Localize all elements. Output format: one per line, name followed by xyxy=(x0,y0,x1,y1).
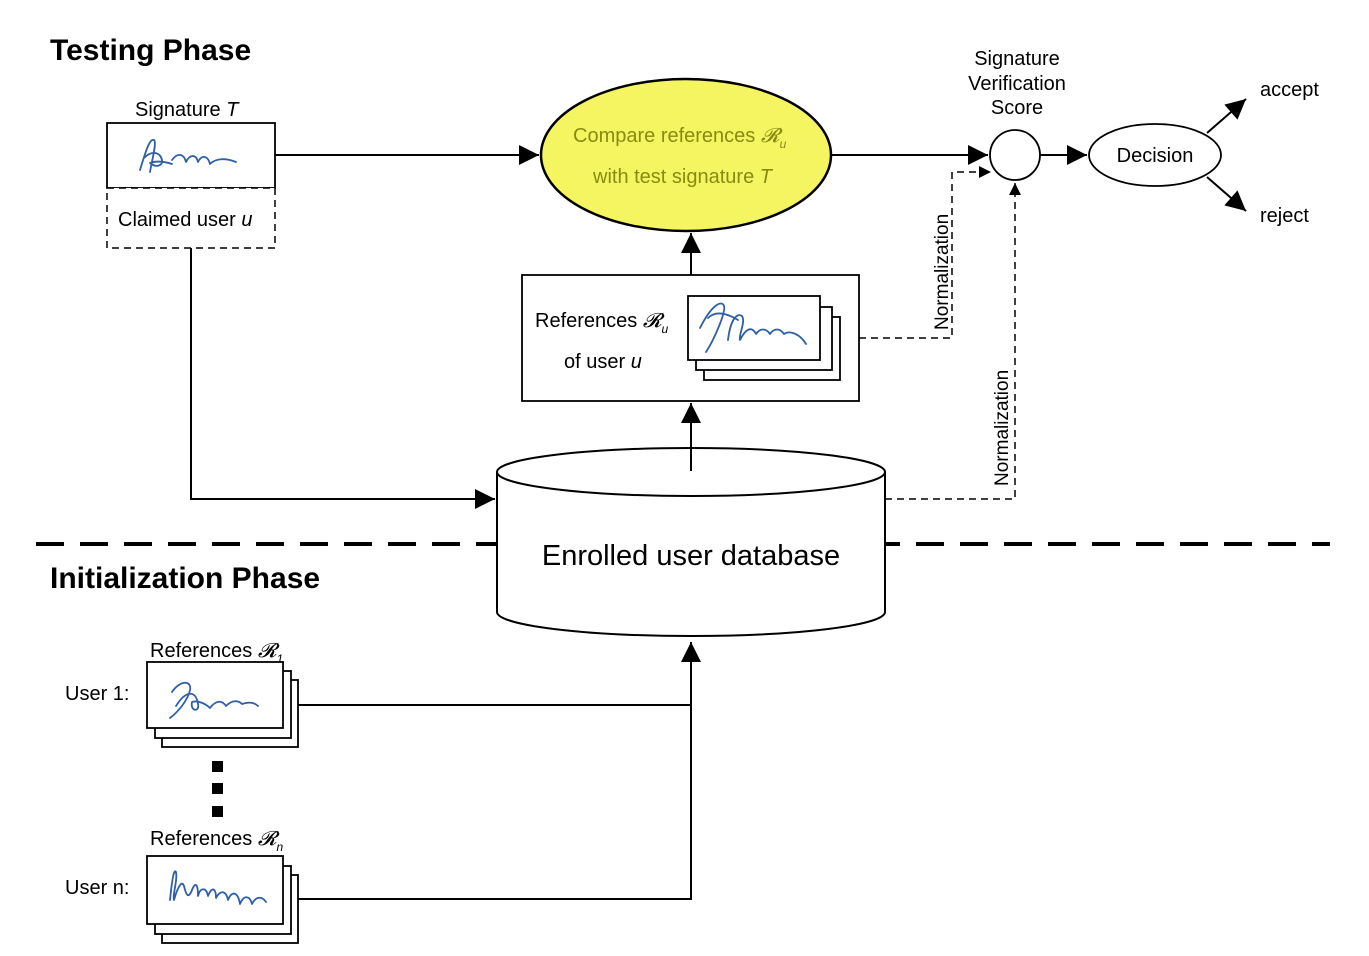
compare-line-2: with test signature T xyxy=(592,166,774,188)
arrow-user-n-to-database xyxy=(298,642,701,900)
claimed-user-box xyxy=(106,187,276,249)
arrow-to-reject xyxy=(1206,176,1247,212)
score-label-line-1: Signature xyxy=(974,48,1060,70)
normalization-label-a: Normalization xyxy=(932,214,953,330)
references-user-line-1: References 𝓡u xyxy=(535,308,669,336)
reject-label: reject xyxy=(1260,205,1309,227)
arrow-claimed-user-to-database xyxy=(190,248,495,509)
references-1-label: References 𝓡1 xyxy=(150,638,283,666)
normalization-label-b: Normalization xyxy=(992,370,1013,486)
database-label: Enrolled user database xyxy=(542,540,840,572)
testing-phase-title: Testing Phase xyxy=(50,34,251,67)
normalization-connector-a xyxy=(859,166,991,339)
score-label-line-3: Score xyxy=(991,97,1043,119)
signature-stack-icon xyxy=(687,295,841,381)
references-n-label: References 𝓡n xyxy=(150,826,284,854)
signature-stack-icon xyxy=(146,855,299,944)
user-1-label: User 1: xyxy=(65,683,129,705)
initialization-phase-title: Initialization Phase xyxy=(50,562,320,595)
decision-label: Decision xyxy=(1117,145,1194,167)
enrolled-user-database xyxy=(496,447,886,637)
vertical-ellipsis-icon xyxy=(212,761,223,817)
compare-line-1: Compare references 𝓡u xyxy=(573,123,787,151)
claimed-user-label: Claimed user u xyxy=(118,209,253,231)
handwritten-signature-icon xyxy=(139,138,237,173)
score-label-line-2: Verification xyxy=(968,73,1066,95)
accept-label: accept xyxy=(1260,79,1319,101)
decision-ellipse xyxy=(1088,123,1222,187)
normalization-connector-b xyxy=(885,183,1021,500)
score-circle xyxy=(989,129,1041,181)
user-n-label: User n: xyxy=(65,877,129,899)
signature-stack-icon xyxy=(146,661,299,748)
signature-t-label: Signature T xyxy=(135,99,240,121)
references-user-line-2: of user u xyxy=(564,351,642,373)
compare-ellipse xyxy=(539,77,833,233)
arrow-to-accept xyxy=(1206,98,1247,134)
